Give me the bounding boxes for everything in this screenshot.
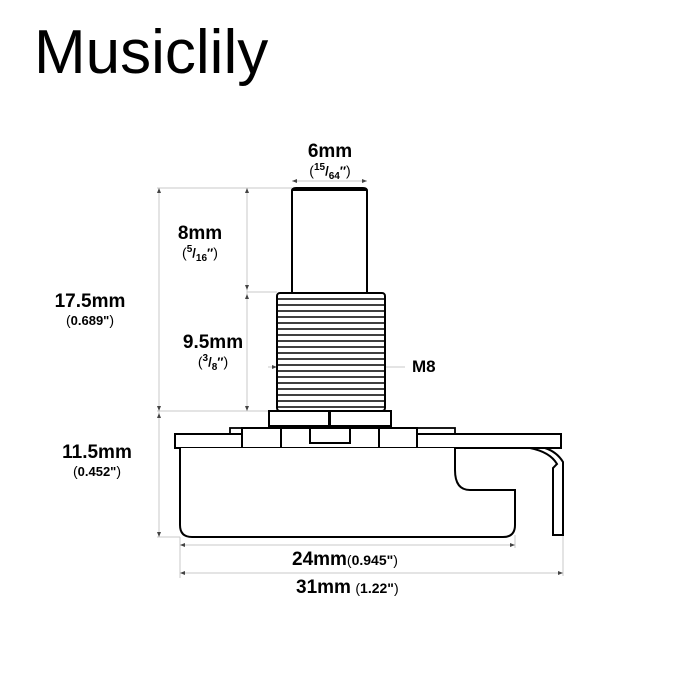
shaft-diameter-label: 6mm (15/64″) bbox=[290, 142, 370, 182]
bushing-length-label: 9.5mm (3/8″) bbox=[166, 333, 260, 373]
shaft-length-mm: 8mm bbox=[177, 223, 223, 244]
dimension-arrowheads bbox=[157, 179, 563, 575]
overall-width-inch: (1.22") bbox=[355, 580, 399, 596]
body-width-inch: (0.945") bbox=[346, 552, 398, 568]
nut-left bbox=[268, 410, 330, 427]
total-height-inch: (0.689") bbox=[65, 312, 115, 328]
shaft-length-inch: (5/16″) bbox=[182, 244, 218, 264]
body-height-label: 11.5mm (0.452") bbox=[42, 443, 152, 478]
total-height-mm: 17.5mm bbox=[54, 291, 126, 312]
overall-width-mm: 31mm bbox=[296, 577, 351, 598]
brand-logo: Musiclily bbox=[34, 18, 269, 87]
thread-lines bbox=[278, 298, 384, 408]
shaft bbox=[291, 187, 368, 292]
shaft-length-label: 8mm (5/16″) bbox=[160, 224, 240, 264]
part-outline bbox=[174, 187, 564, 538]
bushing-length-inch: (3/8″) bbox=[197, 353, 229, 373]
terminal-lug bbox=[529, 447, 564, 536]
shaft-diameter-inch: (15/64″) bbox=[309, 162, 351, 182]
body-height-inch: (0.452") bbox=[72, 463, 122, 479]
shaft-diameter-mm: 6mm bbox=[307, 141, 353, 162]
total-height-label: 17.5mm (0.689") bbox=[30, 292, 150, 327]
body-housing bbox=[179, 448, 516, 538]
dimension-lines bbox=[157, 180, 564, 578]
body-width-mm: 24mm bbox=[292, 549, 347, 570]
thread-label: M8 bbox=[412, 357, 436, 376]
body-width-label: 24mm(0.945") bbox=[292, 550, 398, 569]
body-height-mm: 11.5mm bbox=[62, 442, 132, 463]
bushing-length-mm: 9.5mm bbox=[182, 332, 244, 353]
nut-right bbox=[329, 410, 392, 427]
overall-width-label: 31mm (1.22") bbox=[296, 578, 399, 597]
